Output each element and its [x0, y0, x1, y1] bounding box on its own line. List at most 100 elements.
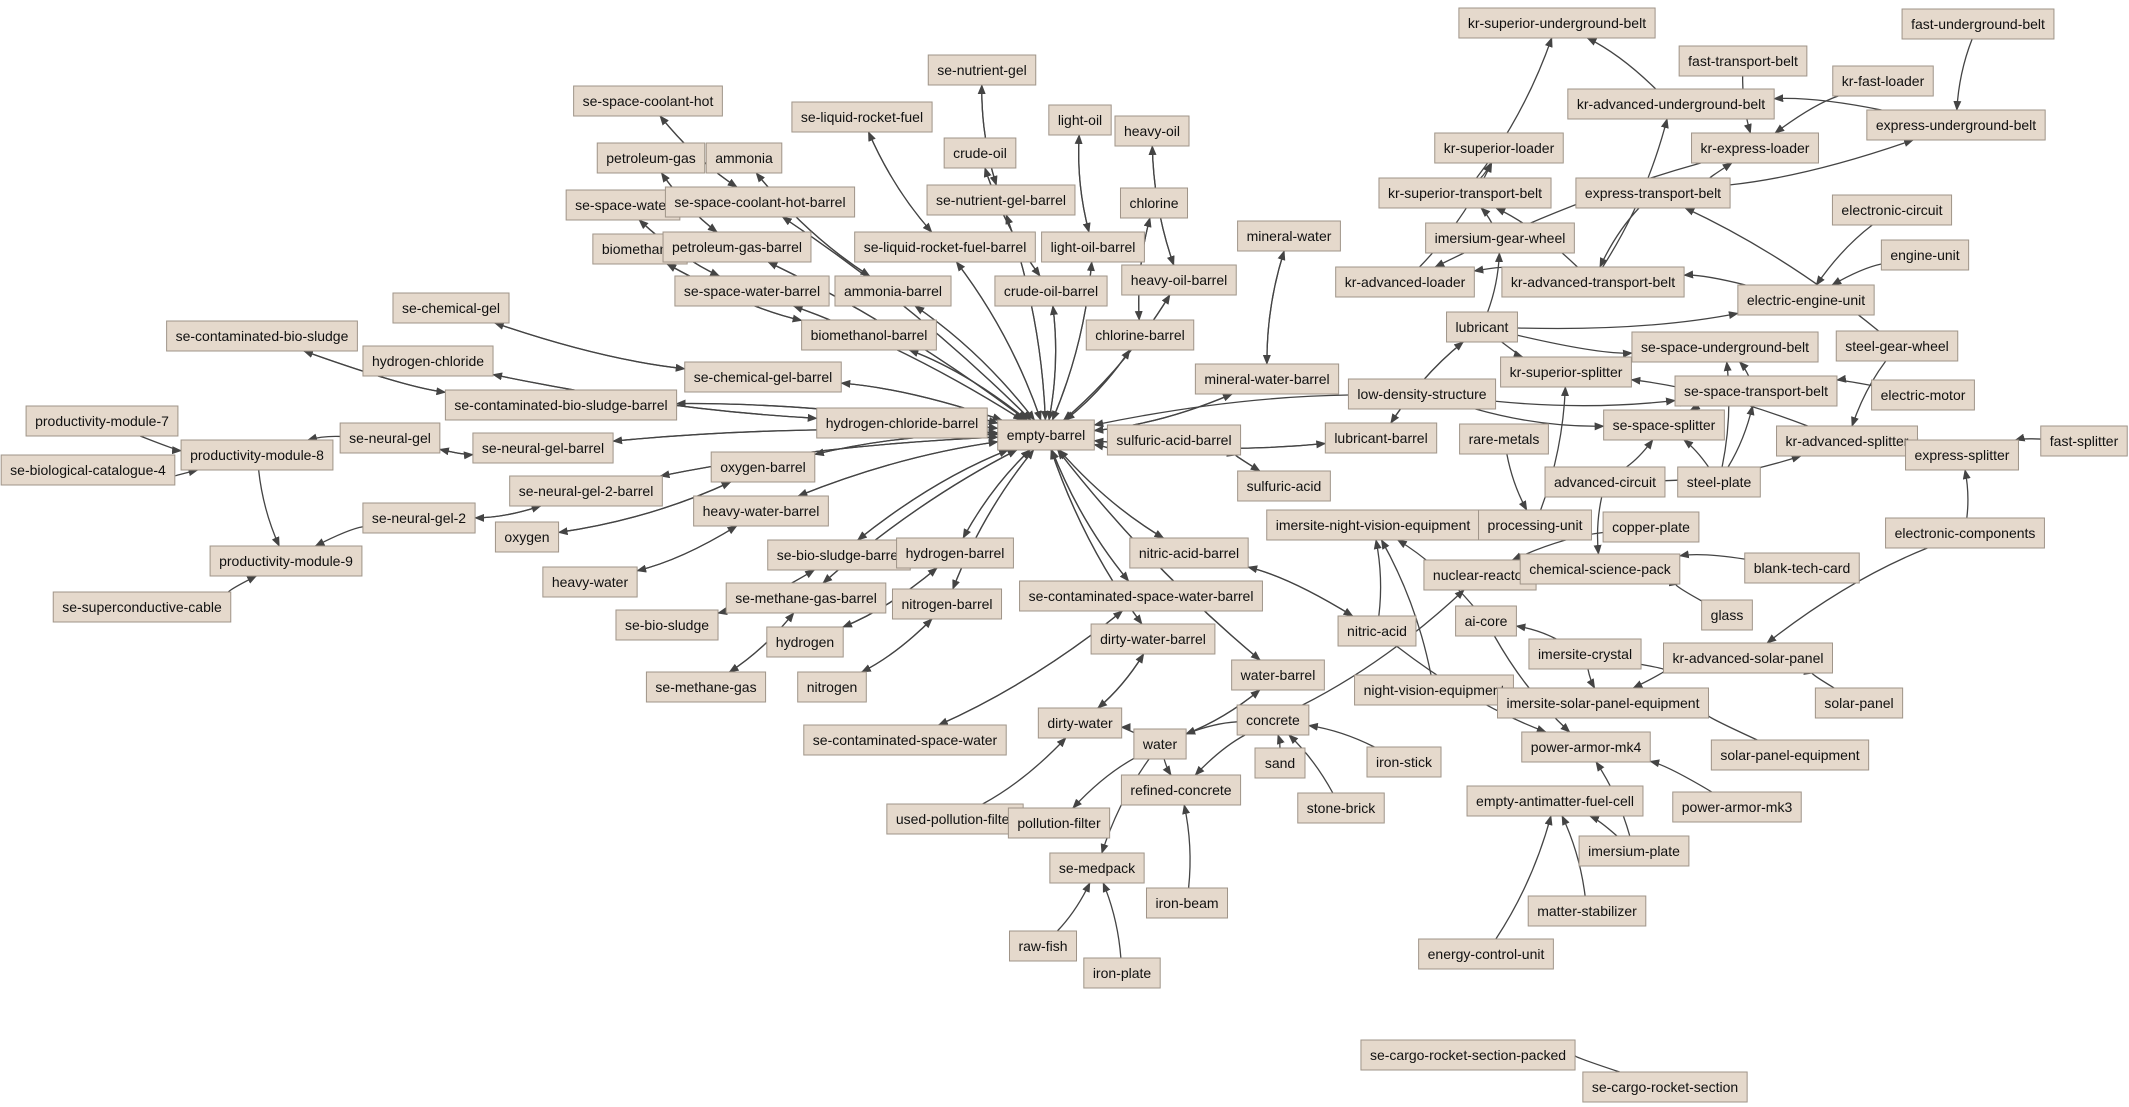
edge-water-to-se-medpack — [1100, 758, 1150, 854]
node-sand: sand — [1254, 747, 1306, 779]
node-box — [1237, 220, 1341, 252]
node-box — [542, 566, 638, 598]
node-light-oil-barrel: light-oil-barrel — [1041, 231, 1145, 263]
node-label: imersium-gear-wheel — [1435, 230, 1566, 246]
edge-nitric-acid-barrel-to-nitric-acid — [1248, 566, 1354, 617]
node-label: se-chemical-gel-barrel — [694, 369, 833, 385]
node-nuclear-reactor: nuclear-reactor — [1423, 559, 1537, 591]
node-pollution-filter: pollution-filter — [1007, 807, 1111, 839]
node-box — [664, 186, 856, 218]
node-label: se-contaminated-space-water-barrel — [1029, 588, 1254, 604]
node-box — [891, 588, 1003, 620]
node-box — [596, 142, 706, 174]
node-se-liquid-rocket-fuel: se-liquid-rocket-fuel — [791, 101, 933, 133]
node-se-cargo-rocket-section: se-cargo-rocket-section — [1582, 1071, 1748, 1103]
edge-electronic-components-to-kr-advanced-solar-panel — [1766, 547, 1928, 644]
edge-kr-superior-transport-belt-to-kr-superior-loader — [1480, 162, 1492, 179]
node-box — [1378, 177, 1552, 209]
node-kr-advanced-splitter: kr-advanced-splitter — [1776, 425, 1918, 457]
node-imersite-night-vision-equipment: imersite-night-vision-equipment — [1266, 509, 1480, 541]
node-se-contaminated-bio-sludge: se-contaminated-bio-sludge — [166, 320, 358, 352]
node-label: ai-core — [1465, 613, 1508, 629]
node-energy-control-unit: energy-control-unit — [1418, 938, 1554, 970]
node-label: se-space-splitter — [1613, 417, 1716, 433]
node-refined-concrete: refined-concrete — [1120, 774, 1242, 806]
node-heavy-water-barrel: heavy-water-barrel — [693, 495, 829, 527]
node-box — [1501, 266, 1685, 298]
node-label: biomethanol — [602, 241, 678, 257]
edge-fast-underground-belt-to-express-underground-belt — [1953, 38, 1973, 111]
edge-water-to-dirty-water — [1120, 726, 1135, 735]
node-label: se-space-transport-belt — [1684, 383, 1828, 399]
edge-kr-advanced-loader-to-kr-superior-loader — [1419, 162, 1493, 268]
node-label: se-contaminated-bio-sludge — [176, 328, 349, 344]
edge-se-space-water-barrel-to-empty-barrel — [793, 305, 1024, 421]
node-sulfuric-acid: sulfuric-acid — [1237, 470, 1331, 502]
edge-imersite-crystal-to-ai-core — [1515, 623, 1557, 640]
node-box — [52, 591, 232, 623]
edge-nitric-acid-barrel-to-empty-barrel — [1058, 449, 1164, 539]
node-se-methane-gas-barrel: se-methane-gas-barrel — [725, 582, 887, 614]
node-box — [1500, 356, 1632, 388]
edge-se-neural-gel-2-to-productivity-module-9 — [314, 526, 364, 547]
edge-hydrogen-barrel-to-empty-barrel — [962, 449, 1031, 539]
edge-electric-engine-unit-to-kr-advanced-transport-belt — [1683, 270, 1746, 286]
node-se-chemical-gel: se-chemical-gel — [392, 292, 510, 324]
node-box — [2040, 425, 2128, 457]
node-label: kr-advanced-underground-belt — [1577, 96, 1765, 112]
node-label: pollution-filter — [1017, 815, 1101, 831]
edge-nitrogen-barrel-to-nitrogen — [860, 618, 933, 673]
node-productivity-module-8: productivity-module-8 — [180, 439, 334, 471]
edge-advanced-circuit-to-chemical-science-pack — [1593, 496, 1603, 555]
edge-mineral-water-barrel-to-mineral-water — [1266, 250, 1286, 365]
node-label: kr-superior-loader — [1444, 140, 1555, 156]
edge-light-oil-barrel-to-light-oil — [1074, 134, 1090, 233]
node-label: crude-oil-barrel — [1004, 283, 1098, 299]
edge-se-neural-gel-2-barrel-to-se-neural-gel-2 — [474, 505, 541, 522]
node-kr-advanced-underground-belt: kr-advanced-underground-belt — [1567, 88, 1775, 120]
node-solar-panel-equipment: solar-panel-equipment — [1710, 739, 1870, 771]
node-label: fast-transport-belt — [1688, 53, 1798, 69]
node-box — [684, 361, 842, 393]
node-productivity-module-7: productivity-module-7 — [25, 405, 179, 437]
node-electronic-circuit: electronic-circuit — [1831, 194, 1953, 226]
node-box — [1019, 580, 1263, 612]
node-box — [801, 319, 937, 351]
node-power-armor-mk3: power-armor-mk3 — [1672, 791, 1802, 823]
node-box — [1602, 511, 1700, 543]
node-se-neural-gel-2-barrel: se-neural-gel-2-barrel — [509, 475, 663, 507]
node-label: biomethanol-barrel — [811, 327, 928, 343]
node-label: fast-underground-belt — [1911, 16, 2045, 32]
edge-iron-stick-to-concrete — [1307, 722, 1375, 748]
node-box — [615, 609, 719, 641]
node-box — [1237, 470, 1331, 502]
node-label: light-oil-barrel — [1051, 239, 1136, 255]
edge-steel-plate-to-se-space-transport-belt — [1727, 405, 1755, 468]
node-blank-tech-card: blank-tech-card — [1744, 552, 1860, 584]
node-se-neural-gel: se-neural-gel — [339, 422, 441, 454]
edge-power-armor-mk3-to-power-armor-mk4 — [1649, 759, 1713, 793]
edge-water-to-pollution-filter — [1072, 757, 1135, 809]
node-box — [362, 502, 476, 534]
node-box — [1425, 222, 1575, 254]
node-box — [710, 451, 816, 483]
node-kr-superior-transport-belt: kr-superior-transport-belt — [1378, 177, 1552, 209]
node-box — [1866, 109, 2046, 141]
edge-heavy-oil-barrel-to-empty-barrel — [1062, 294, 1171, 421]
node-iron-stick: iron-stick — [1366, 746, 1442, 778]
edge-se-methane-gas-barrel-to-se-methane-gas — [728, 612, 795, 673]
node-box — [816, 407, 988, 439]
edge-nitric-acid-to-imersite-night-vision-equipment — [1373, 539, 1382, 617]
edge-electronic-circuit-to-electric-engine-unit — [1815, 224, 1873, 286]
node-label: electric-motor — [1881, 387, 1966, 403]
node-kr-superior-loader: kr-superior-loader — [1434, 132, 1564, 164]
node-label: fast-splitter — [2050, 433, 2119, 449]
edge-chlorine-barrel-to-empty-barrel — [1064, 349, 1131, 421]
edge-rare-metals-to-processing-unit — [1506, 453, 1528, 511]
node-se-cargo-rocket-section-packed: se-cargo-rocket-section-packed — [1360, 1039, 1576, 1071]
node-label: hydrogen — [776, 634, 834, 650]
node-label: se-space-water — [575, 197, 671, 213]
node-label: se-liquid-rocket-fuel-barrel — [864, 239, 1027, 255]
edge-glass-to-chemical-science-pack — [1668, 578, 1702, 602]
node-hydrogen-chloride-barrel: hydrogen-chloride-barrel — [816, 407, 988, 439]
